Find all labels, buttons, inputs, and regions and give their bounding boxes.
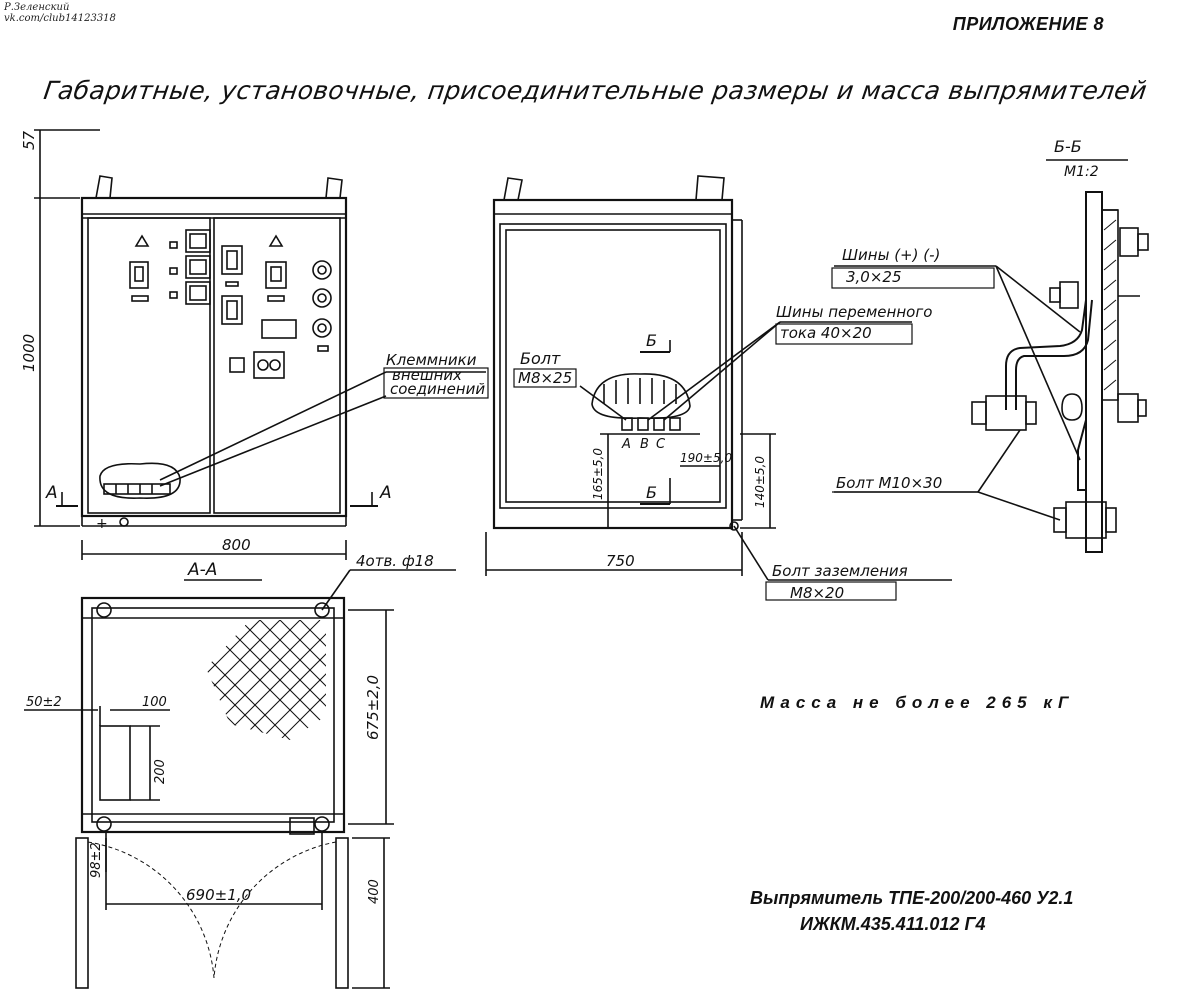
- plus-mark: +: [96, 516, 108, 532]
- dim-top-57: 57: [20, 130, 38, 150]
- dim-100: 100: [142, 695, 167, 710]
- dim-200: 200: [153, 759, 168, 784]
- plan-view: [24, 569, 456, 989]
- right-door: [213, 217, 341, 514]
- phase-b-label: В: [640, 437, 649, 452]
- author-credit: Р.Зеленский vk.com/club14123318: [4, 2, 116, 24]
- side-panel: [492, 198, 734, 530]
- phase-c-label: С: [656, 437, 666, 452]
- callout-dc-bus-2: 3,0×25: [846, 268, 902, 286]
- callout-terminals-2: внешних: [392, 366, 462, 384]
- detail-title-bb: Б-Б: [1054, 137, 1082, 156]
- dim-675: 675±2,0: [364, 675, 382, 740]
- mounting-hole-icon: [96, 602, 112, 618]
- ground-icon: [119, 517, 129, 527]
- dim-400: 400: [367, 879, 382, 904]
- callout-dc-bus-1: Шины (+) (-): [842, 246, 940, 264]
- section-mark-a-left: А: [45, 483, 58, 503]
- callout-bolt-m10: Болт М10×30: [836, 474, 942, 492]
- detail-bb: [834, 159, 1149, 553]
- dim-height-1000: 1000: [20, 334, 38, 372]
- lifting-eye-left: [95, 175, 113, 199]
- product-code: ИЖКМ.435.411.012 Г4: [800, 914, 986, 934]
- left-door: [87, 217, 211, 514]
- callout-ac-bus-1: Шины переменного: [776, 303, 932, 321]
- dim-165: 165±5,0: [591, 448, 605, 500]
- cable-opening: [99, 725, 131, 801]
- callout-ac-bus-2: тока 40×20: [780, 324, 872, 342]
- lifting-eye-left-side: [503, 177, 523, 201]
- dim-width-800: 800: [222, 536, 251, 554]
- author-link: vk.com/club14123318: [4, 13, 116, 24]
- dim-690: 690±1,0: [186, 886, 251, 904]
- callout-bolt-m8x25-1: Болт: [520, 349, 561, 368]
- dim-50: 50±2: [26, 695, 62, 710]
- callout-holes: 4отв. ф18: [356, 552, 434, 570]
- dim-98: 98±2: [89, 842, 104, 878]
- callout-terminals-1: Клеммники: [386, 351, 477, 369]
- cabinet-outline: [80, 196, 348, 518]
- section-mark-b-top: Б: [646, 331, 657, 350]
- base-frame: [80, 596, 346, 834]
- product-name: Выпрямитель ТПЕ-200/200-460 У2.1: [750, 888, 1074, 908]
- section-mark-a-right: А: [379, 483, 392, 503]
- front-view: [34, 129, 486, 560]
- dim-140: 140±5,0: [753, 456, 767, 508]
- plan-title-aa: А-А: [187, 560, 217, 580]
- callout-ground-1: Болт заземления: [772, 562, 908, 580]
- side-view: [485, 175, 952, 581]
- detail-scale: М1:2: [1064, 164, 1099, 180]
- author-name: Р.Зеленский: [4, 2, 70, 13]
- callout-terminals-3: соединений: [390, 380, 485, 398]
- dim-width-750: 750: [606, 552, 635, 570]
- warning-triangle-icon: [134, 234, 150, 247]
- dim-190: 190±5,0: [680, 451, 732, 465]
- section-mark-b-bottom: Б: [646, 483, 657, 502]
- appendix-label: ПРИЛОЖЕНИЕ 8: [952, 14, 1104, 34]
- callout-bolt-m8x25-2: М8×25: [518, 369, 572, 387]
- lifting-eye-right-side: [695, 175, 725, 201]
- phase-a-label: А: [621, 437, 631, 452]
- callout-ground-2: М8×20: [790, 584, 844, 602]
- lifting-eye-right: [325, 177, 343, 199]
- ac-bus-assembly: [591, 373, 691, 420]
- mass-note: Масса не более 265 кГ: [760, 693, 1075, 712]
- ground-bolt-icon: [729, 521, 739, 531]
